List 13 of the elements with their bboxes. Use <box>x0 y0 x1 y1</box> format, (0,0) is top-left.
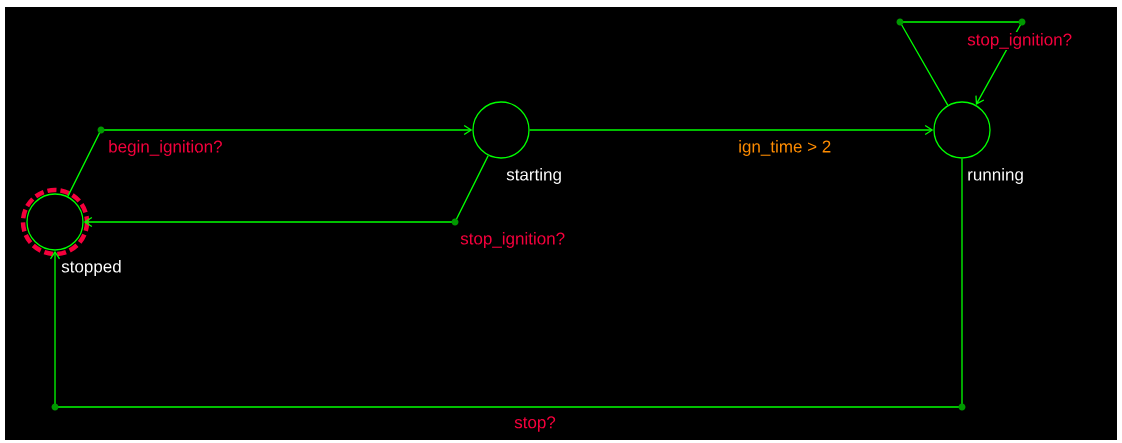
transition-arrow <box>49 158 966 411</box>
transition-arrow <box>896 18 1026 106</box>
node-label: stopped <box>61 260 121 276</box>
transition-arrow <box>83 154 489 228</box>
edge-label: begin_ignition? <box>107 139 224 157</box>
transition-arrow <box>67 124 473 197</box>
edge-label: stop? <box>513 415 557 433</box>
edge-label: stop_ignition? <box>966 32 1074 50</box>
edge-label: ign_time > 2 <box>737 139 833 157</box>
edge-label: stop_ignition? <box>459 231 567 249</box>
transition-arrow <box>529 124 934 136</box>
node-label: starting <box>506 168 561 184</box>
node-label: running <box>968 168 1023 184</box>
